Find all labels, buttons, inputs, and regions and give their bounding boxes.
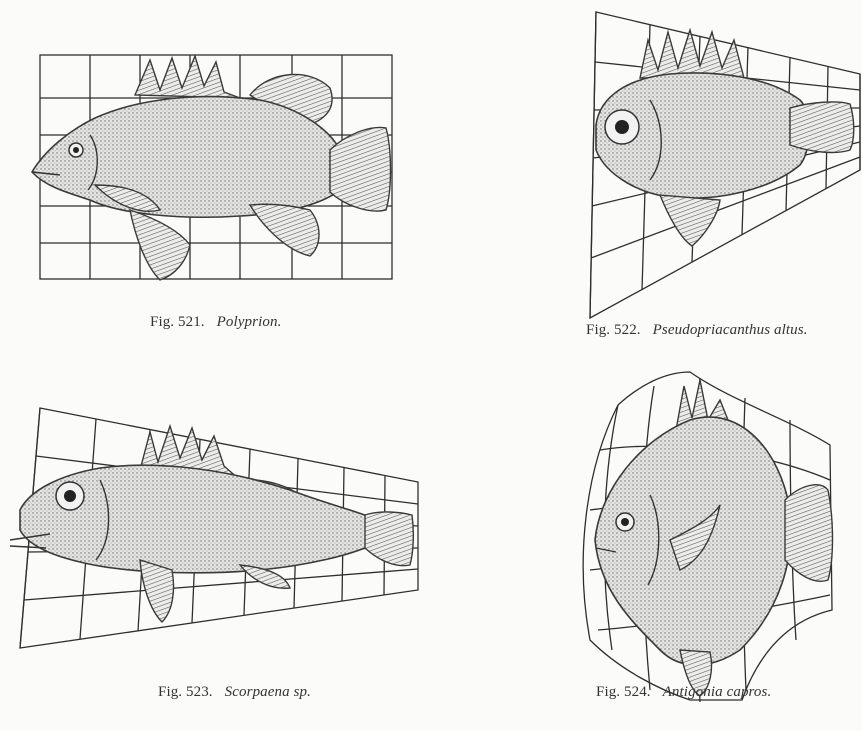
caption-fig-522-name: Pseudopriacanthus altus. <box>653 322 808 338</box>
caption-fig-524: Fig. 524. Antigonia capros. <box>596 684 771 701</box>
caption-fig-524-name: Antigonia capros. <box>663 684 772 700</box>
figure-524-antigonia <box>583 372 832 702</box>
caption-fig-523-number: Fig. 523. <box>158 684 213 700</box>
caption-fig-521: Fig. 521. Polyprion. <box>150 314 281 331</box>
figure-523-scorpaena <box>10 408 418 648</box>
caption-fig-521-name: Polyprion. <box>217 314 282 330</box>
figure-522-pseudopriacanthus <box>590 12 860 318</box>
figure-523-fish-drawing <box>10 426 413 622</box>
figure-521-polyprion <box>32 55 392 280</box>
caption-fig-523-name: Scorpaena sp. <box>225 684 311 700</box>
figure-522-fish-drawing <box>596 30 854 246</box>
caption-fig-523: Fig. 523. Scorpaena sp. <box>158 684 311 701</box>
caption-fig-522: Fig. 522. Pseudopriacanthus altus. <box>586 322 808 339</box>
figure-521-fish-drawing <box>32 56 391 280</box>
caption-fig-522-number: Fig. 522. <box>586 322 641 338</box>
caption-fig-524-number: Fig. 524. <box>596 684 651 700</box>
caption-fig-521-number: Fig. 521. <box>150 314 205 330</box>
